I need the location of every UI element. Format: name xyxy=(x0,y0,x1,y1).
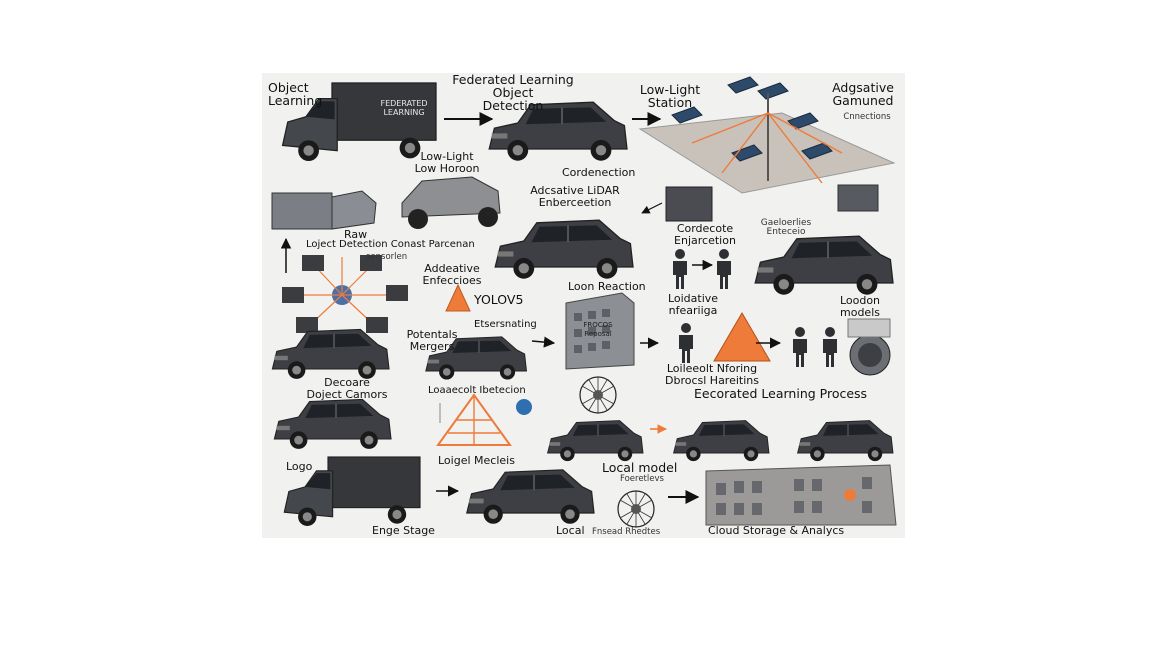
arrow-small xyxy=(641,202,663,214)
label-loidative: Loidative nfeariiga xyxy=(667,292,719,317)
jeep xyxy=(401,176,501,229)
label-local-model-bottom-sub: Fnsead Rhedtes xyxy=(592,527,661,537)
label-local-detection: Loaaecolt Ibetecion xyxy=(428,385,526,396)
label-local-filtering: Loileeolt Nforing Dbrocsl Hareitins xyxy=(665,362,759,387)
van-left xyxy=(271,190,377,230)
label-local-model-bottom: Local xyxy=(556,524,585,537)
network-hex-mid xyxy=(579,376,617,414)
label-gateways: Gaeloerlies Enteceio xyxy=(760,218,812,237)
label-loodon-models: Loodon models xyxy=(839,294,881,319)
cloud-storage-building xyxy=(705,464,897,526)
camera-hub xyxy=(282,255,408,333)
network-hex-bottom xyxy=(617,490,655,528)
yolo-triangle xyxy=(445,283,471,312)
label-decoder-cameras: Decoare Doject Camors xyxy=(306,376,388,401)
label-yolov5: YOLOV5 xyxy=(474,292,524,307)
label-networking: Etsersnating xyxy=(474,319,537,330)
label-edge-stage: Enge Stage xyxy=(372,524,435,537)
label-federated-title: Federated Learning Object Detection xyxy=(452,73,574,113)
diagram-panel: FEDERATED LEARNING FROCOS Reposal Object… xyxy=(262,73,905,538)
label-low-light-low-horizon: Low-Light Low Horoon xyxy=(414,150,480,175)
person-left-mid xyxy=(679,323,693,363)
label-adaptive-gamuned-sub: Cnnections xyxy=(843,112,891,122)
truck-side-text: FEDERATED LEARNING xyxy=(380,99,428,117)
label-low-light-station: Low-Light Station xyxy=(639,82,701,110)
label-logo-title: Logo xyxy=(286,460,313,473)
sedan-row-2 xyxy=(672,419,770,462)
label-logo-models: Loigel Mecleis xyxy=(438,454,515,467)
label-condensation: Cordenection xyxy=(562,166,636,179)
people-pair-1 xyxy=(673,249,731,289)
suv-bottom xyxy=(465,468,595,525)
suv-middle xyxy=(494,219,634,280)
label-cloud-storage: Cloud Storage & Analycs xyxy=(708,524,845,537)
label-object-learning: Object Learning xyxy=(268,80,323,108)
suv-left-1 xyxy=(271,328,390,380)
label-loon-reaction: Loon Reaction xyxy=(568,280,646,293)
label-federated-process: Eecorated Learning Process xyxy=(694,386,868,401)
small-box-center xyxy=(665,186,713,222)
office-building xyxy=(565,292,635,370)
label-local-model: Local model xyxy=(602,460,678,475)
diagram-canvas xyxy=(271,76,897,528)
label-adaptive-lidar: Adcsative LiDAR Enberceetion xyxy=(530,184,620,209)
label-adaptive-gamuned: Adgsative Gamuned xyxy=(832,80,894,108)
sedan-row-3 xyxy=(796,419,894,462)
label-local-model-sub: Foeretlevs xyxy=(620,474,664,484)
low-light-station xyxy=(638,76,896,212)
warning-triangle xyxy=(713,312,771,362)
label-detection-const-sub: sensorlen xyxy=(366,252,408,262)
label-detection-const: Loject Detection Conast Parcenan xyxy=(306,239,475,250)
local-detection-pyramid xyxy=(436,393,532,446)
label-potentials-mergers: Potentals Mergers xyxy=(406,328,458,353)
building-side-text: FROCOS Reposal xyxy=(583,321,613,338)
sedan-row-1 xyxy=(546,419,644,462)
people-pair-2 xyxy=(793,327,837,367)
label-raw: Raw xyxy=(344,228,368,241)
arrow-to-building xyxy=(531,336,556,348)
label-adaptive-enforcers: Addeative Enfeccioes xyxy=(422,262,482,287)
label-cordecote: Cordecote Enjarcetion xyxy=(674,222,736,247)
turbine-device xyxy=(847,318,891,376)
suv-left-2 xyxy=(273,398,392,450)
suv-right xyxy=(754,235,894,296)
